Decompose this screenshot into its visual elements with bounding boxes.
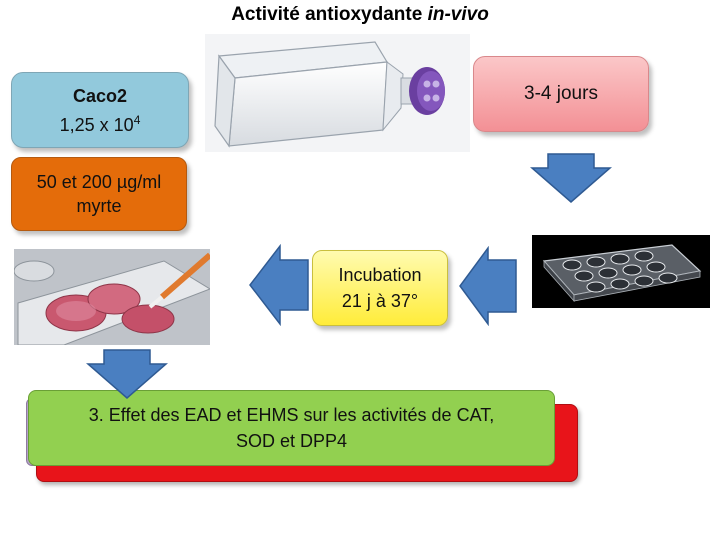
myrte-label: myrte (76, 196, 122, 216)
left-arrow-right (458, 245, 518, 331)
myrte-dose: 50 et 200 µg/ml (36, 172, 162, 192)
diagram-title: Activité antioxydante in-vivo (0, 4, 720, 26)
incubation-conditions: 21 j à 37° (341, 291, 419, 311)
down-arrow-left (85, 348, 169, 405)
caco2-label: Caco2 (72, 85, 128, 106)
result-line-1: 3. Effet des EAD et EHMS sur les activit… (88, 405, 495, 425)
caco2-box: Caco2 1,25 x 104 (11, 72, 189, 148)
down-arrow-right (529, 152, 613, 209)
duration-label: 3-4 jours (524, 83, 598, 104)
result-line-2: SOD et DPP4 (235, 431, 348, 451)
multiwell-plate-image (532, 235, 710, 308)
pipetting-wells-image (13, 249, 212, 346)
duration-box: 3-4 jours (473, 56, 649, 132)
culture-flask-image (205, 34, 470, 152)
incubation-label: Incubation (338, 265, 422, 285)
title-main: Activité antioxydante (231, 4, 428, 25)
result-box: 3. Effet des EAD et EHMS sur les activit… (28, 390, 555, 466)
myrte-concentration-box: 50 et 200 µg/ml myrte (11, 157, 187, 231)
left-arrow-left (248, 243, 310, 331)
title-italic: in-vivo (427, 4, 489, 25)
caco2-density: 1,25 x 10 (59, 114, 134, 135)
caco2-exponent: 4 (133, 112, 141, 127)
incubation-box: Incubation 21 j à 37° (312, 250, 448, 326)
